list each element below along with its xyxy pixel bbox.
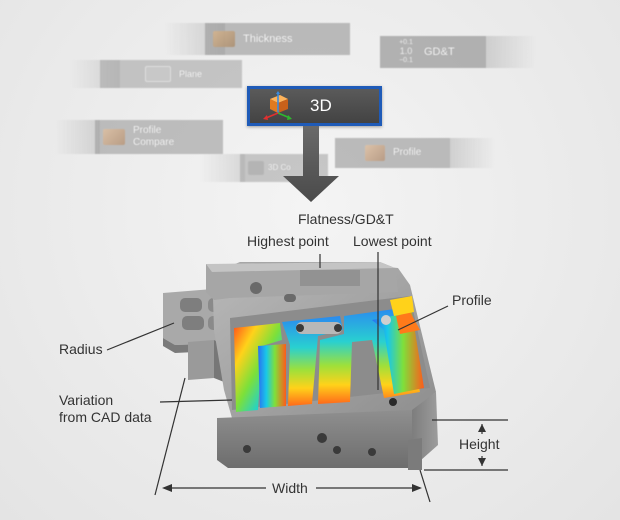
callout-profile: Profile: [452, 292, 492, 308]
callout-highest-point: Highest point: [247, 233, 329, 249]
mode-profile-compare-label: Profile Compare: [133, 125, 174, 149]
mode-plane[interactable]: Plane: [70, 60, 242, 88]
callout-height: Height: [459, 436, 500, 452]
gdt-icon: +0.1 1.0 −0.1: [388, 38, 424, 66]
mode-plane-label: Plane: [179, 69, 203, 79]
profile-compare-line2: Compare: [133, 137, 175, 148]
mode-gdt-label: GD&T: [424, 46, 455, 58]
callout-width: Width: [272, 480, 308, 496]
profile-icon: [365, 145, 385, 161]
mode-profile[interactable]: Profile: [335, 138, 495, 168]
profile-compare-icon: [103, 129, 125, 145]
callout-lowest-point: Lowest point: [353, 233, 432, 249]
mode-3d-active[interactable]: 3D: [247, 86, 382, 126]
callout-variation: Variation from CAD data: [59, 392, 152, 426]
callout-flatness: Flatness/GD&T: [298, 211, 394, 227]
gdt-tolerance-upper: +0.1: [399, 39, 413, 46]
mode-3d-compare-label: 3D Co: [268, 163, 291, 172]
mode-thickness-label: Thickness: [243, 33, 293, 45]
thickness-icon: [213, 31, 235, 47]
mode-thickness[interactable]: Thickness: [165, 23, 350, 55]
mode-3d-label: 3D: [310, 96, 332, 115]
mode-profile-compare[interactable]: Profile Compare: [55, 120, 225, 154]
callout-variation-line1: Variation: [59, 392, 114, 408]
gdt-tolerance-value: 1.0: [399, 46, 413, 56]
mode-gdt[interactable]: +0.1 1.0 −0.1 GD&T: [380, 36, 536, 68]
gdt-tolerance-lower: −0.1: [399, 57, 413, 64]
3d-compare-icon: [248, 161, 264, 175]
plane-icon: [145, 66, 171, 82]
callout-radius: Radius: [59, 341, 103, 357]
mode-profile-label: Profile: [393, 147, 422, 158]
profile-compare-line1: Profile: [133, 125, 162, 136]
3d-axes-icon: [263, 91, 292, 120]
callout-variation-line2: from CAD data: [59, 409, 152, 425]
